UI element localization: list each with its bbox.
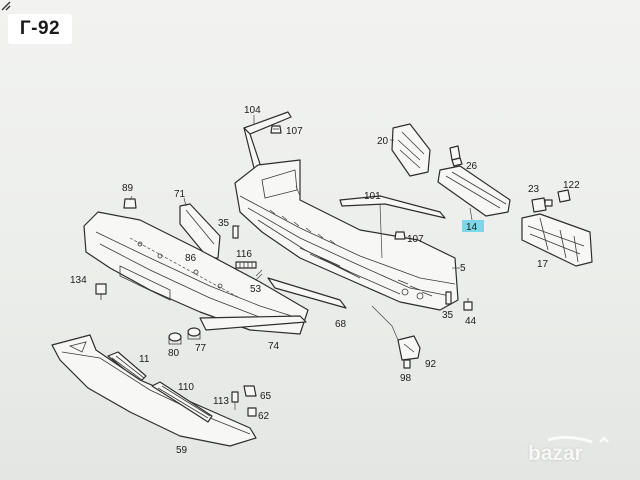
label-59: 59 — [176, 445, 188, 456]
part-122-clip — [557, 189, 571, 203]
part-68-strip — [267, 277, 347, 309]
part-98-bolt — [403, 359, 411, 369]
label-44: 44 — [465, 316, 477, 327]
label-77: 77 — [195, 343, 207, 354]
label-26: 26 — [466, 161, 478, 172]
part-59-lower-trim — [51, 334, 257, 447]
label-17: 17 — [537, 259, 549, 270]
part-71-strip — [179, 203, 221, 259]
label-71: 71 — [174, 189, 186, 200]
listing-code-badge: Г-92 — [8, 14, 72, 44]
label-68: 68 — [335, 319, 347, 330]
label-20: 20 — [377, 136, 389, 147]
part-92-mount — [371, 305, 421, 361]
part-44-clip — [463, 298, 473, 311]
part-77-grommet — [187, 327, 201, 340]
part-5-bumper — [234, 159, 460, 311]
label-89: 89 — [122, 183, 134, 194]
label-107: 107 — [286, 126, 303, 137]
label-23: 23 — [528, 184, 540, 195]
part-86-bumper-cover — [83, 211, 309, 335]
part-14-absorber — [437, 165, 511, 221]
part-17-side-bracket — [521, 213, 593, 267]
label-92: 92 — [425, 359, 437, 370]
part-20-bracket — [390, 123, 431, 177]
corner-mark-icon — [1, 1, 11, 11]
part-26-mount — [449, 145, 463, 167]
label-98: 98 — [400, 373, 412, 384]
listing-code: Г-92 — [19, 18, 61, 39]
part-53-pin — [255, 269, 263, 281]
part-116-fastener — [235, 261, 257, 269]
label-53: 53 — [250, 284, 262, 295]
label-122: 122 — [563, 180, 580, 191]
label-134: 134 — [70, 275, 87, 286]
label-116: 116 — [236, 249, 252, 260]
label-35-lower: 35 — [442, 310, 454, 321]
label-74: 74 — [268, 341, 280, 352]
part-113-fastener — [231, 391, 239, 410]
part-134-bolt — [95, 283, 107, 300]
label-101: 101 — [364, 191, 381, 202]
label-62: 62 — [258, 411, 270, 422]
label-113: 113 — [213, 396, 229, 407]
part-107-clip-upper — [270, 125, 282, 134]
label-11: 11 — [139, 354, 150, 365]
part-14-highlight — [462, 220, 484, 232]
part-110-grille — [151, 381, 213, 423]
watermark-text: bazar — [528, 442, 583, 465]
part-65-clip — [243, 385, 257, 397]
watermark-logo: bazar — [528, 432, 638, 476]
label-35: 35 — [218, 218, 230, 229]
bazar-logo-icon — [547, 435, 609, 444]
label-5: 5 — [460, 263, 466, 274]
label-14: 14 — [466, 222, 478, 233]
part-107-clip-lower — [394, 231, 406, 240]
part-35-bolt-upper — [232, 225, 239, 239]
label-107-lower: 107 — [407, 234, 424, 245]
label-110: 110 — [178, 382, 194, 393]
label-65: 65 — [260, 391, 272, 402]
label-80: 80 — [168, 348, 180, 359]
part-74-strip — [199, 315, 307, 331]
part-89-clip — [123, 198, 137, 209]
part-101-trim-strip — [339, 195, 446, 259]
label-86: 86 — [185, 253, 197, 264]
part-62-clip — [247, 407, 257, 417]
label-104: 104 — [244, 105, 261, 116]
part-35-bolt-lower — [445, 291, 452, 305]
part-80-grommet — [168, 332, 182, 345]
part-23-clip — [531, 197, 553, 213]
part-labels: 104 107 20 26 89 71 101 23 122 35 107 14… — [70, 105, 580, 456]
